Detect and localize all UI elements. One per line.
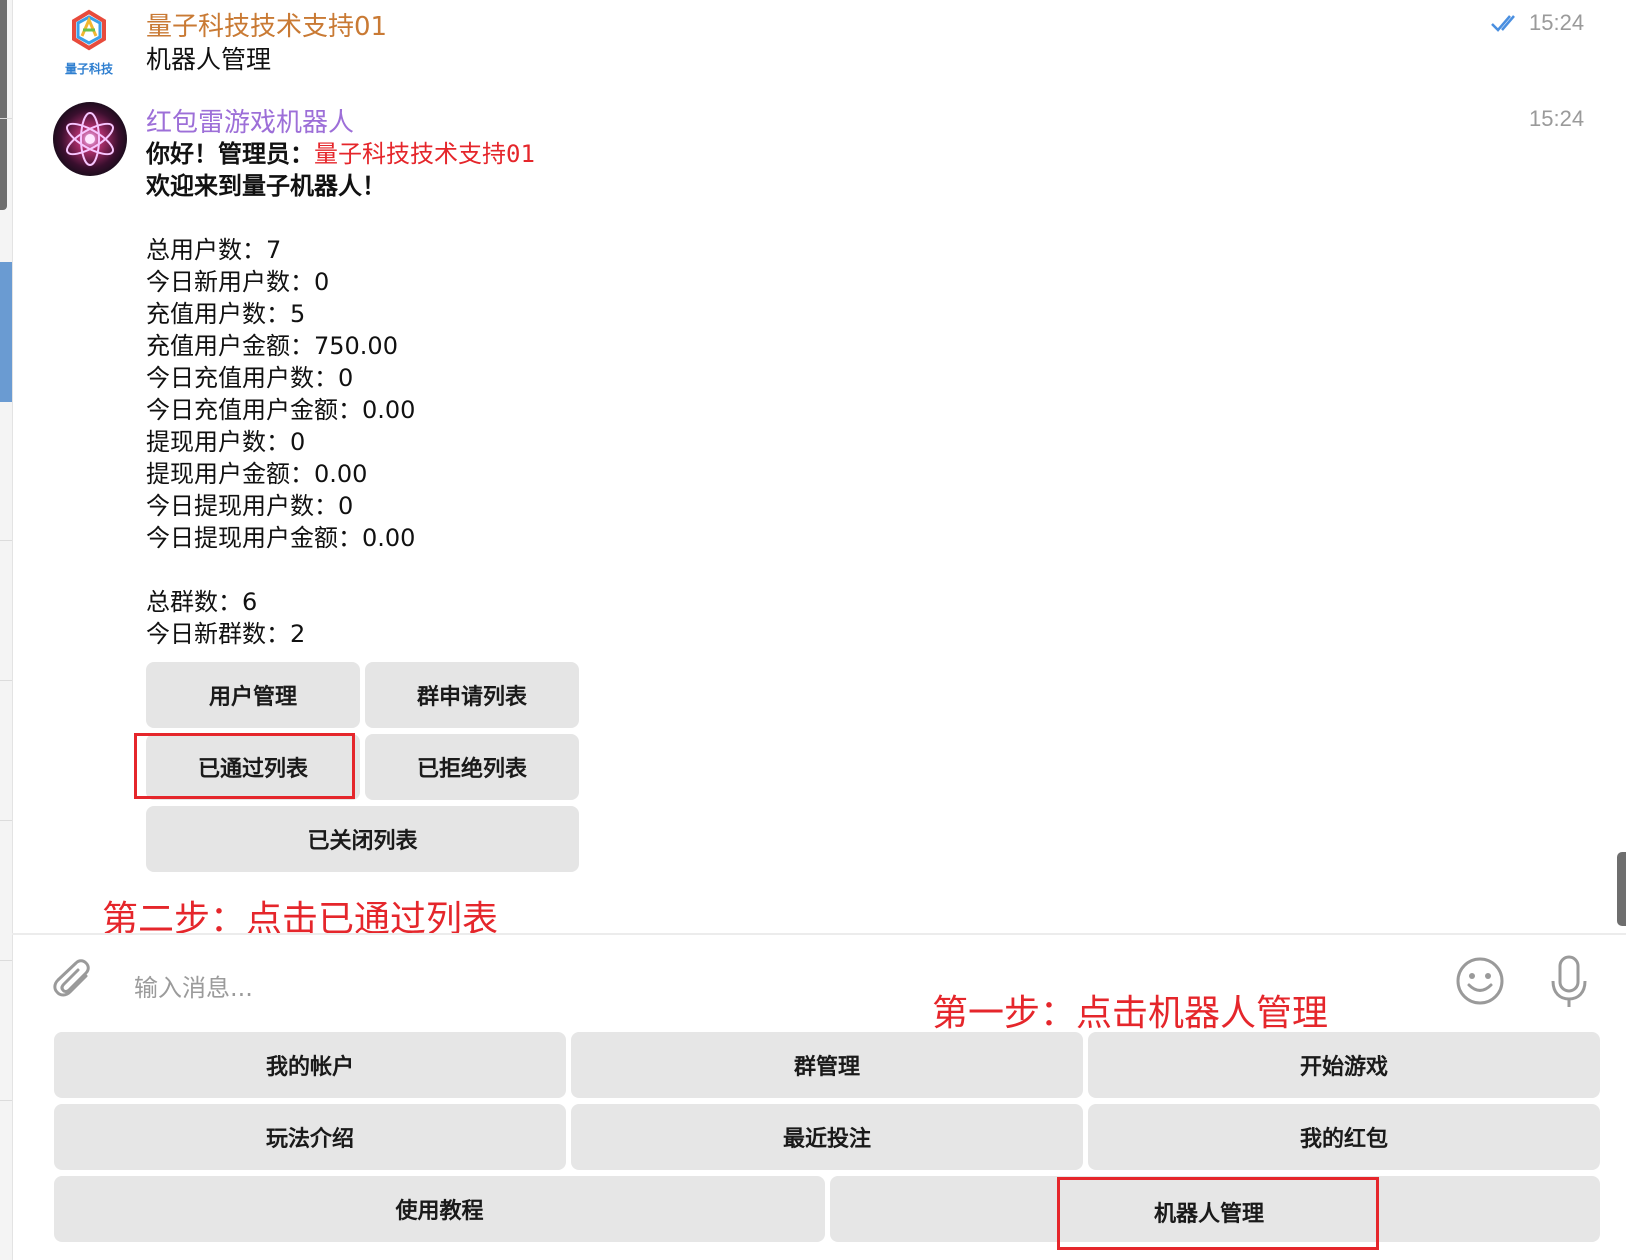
closed-list-button[interactable]: 已关闭列表	[146, 806, 579, 872]
sidebar-divider	[0, 820, 12, 821]
bot-sender-name[interactable]: 红包雷游戏机器人	[146, 108, 355, 138]
stat-recharge-users: 充值用户数：5	[146, 300, 306, 328]
sidebar-scroll-thumb[interactable]	[0, 0, 7, 210]
message-time: 15:24	[1529, 106, 1585, 131]
keyboard-my-account-button[interactable]: 我的帐户	[54, 1032, 566, 1098]
highlight-box-approved-list	[134, 733, 355, 799]
double-check-icon	[1490, 12, 1522, 38]
stats-block: 总用户数：7 今日新用户数：0 充值用户数：5 充值用户金额：750.00 今日…	[146, 234, 415, 554]
keyboard-row3-right-button[interactable]: 机器人管理	[830, 1176, 1600, 1242]
smiley-icon[interactable]	[1455, 956, 1505, 1010]
sender-avatar-logo[interactable]: 量子科技	[52, 8, 126, 76]
microphone-icon[interactable]	[1548, 955, 1590, 1015]
sidebar-divider	[0, 118, 12, 119]
stat-total-users: 总用户数：7	[146, 236, 282, 264]
stat-total-groups: 总群数：6	[146, 588, 258, 616]
sidebar-divider	[0, 540, 12, 541]
message-input-placeholder: 输入消息...	[134, 974, 253, 1002]
atom-icon	[66, 112, 114, 166]
chat-scroll-thumb[interactable]	[1617, 852, 1626, 926]
paperclip-icon[interactable]	[52, 958, 96, 1010]
annotation-step-1: 第一步：点击机器人管理	[932, 993, 1329, 1034]
logo-text: 量子科技	[64, 62, 113, 76]
user-management-button[interactable]: 用户管理	[146, 662, 360, 728]
keyboard-recent-bets-button[interactable]: 最近投注	[571, 1104, 1083, 1170]
stat-new-users-today: 今日新用户数：0	[146, 268, 330, 296]
stat-withdraw-users-today: 今日提现用户数：0	[146, 492, 354, 520]
message-text: 机器人管理	[146, 45, 272, 74]
composer-divider	[12, 933, 1626, 935]
keyboard-my-red-packet-button[interactable]: 我的红包	[1088, 1104, 1600, 1170]
stat-withdraw-users: 提现用户数：0	[146, 428, 306, 456]
stat-recharge-amount: 充值用户金额：750.00	[146, 332, 398, 360]
stat-withdraw-amount-today: 今日提现用户金额：0.00	[146, 524, 416, 552]
stat-new-groups-today: 今日新群数：2	[146, 620, 306, 648]
stat-withdraw-amount: 提现用户金额：0.00	[146, 460, 368, 488]
sidebar-divider	[0, 680, 12, 681]
highlight-box-robot-management	[1057, 1177, 1379, 1250]
keyboard-start-game-button[interactable]: 开始游戏	[1088, 1032, 1600, 1098]
message-input[interactable]: 输入消息...	[134, 968, 253, 1003]
keyboard-tutorial-button[interactable]: 使用教程	[54, 1176, 825, 1242]
approved-list-button[interactable]: 已通过列表	[146, 734, 360, 800]
sidebar-active-chat-indicator	[0, 262, 12, 402]
stat-recharge-amount-today: 今日充值用户金额：0.00	[146, 396, 416, 424]
bot-avatar[interactable]	[53, 102, 127, 176]
message-time: 15:24	[1529, 10, 1585, 35]
greeting-line: 你好！管理员：量子科技技术支持01	[146, 138, 535, 170]
welcome-line: 欢迎来到量子机器人！	[146, 172, 386, 200]
keyboard-gameplay-intro-button[interactable]: 玩法介绍	[54, 1104, 566, 1170]
group-apply-list-button[interactable]: 群申请列表	[365, 662, 579, 728]
stat-recharge-users-today: 今日充值用户数：0	[146, 364, 354, 392]
sidebar-divider	[0, 960, 12, 961]
keyboard-robot-management-label: 机器人管理	[1154, 1202, 1265, 1227]
keyboard-group-management-button[interactable]: 群管理	[571, 1032, 1083, 1098]
group-stats-block: 总群数：6 今日新群数：2	[146, 586, 305, 650]
greeting-prefix: 你好！管理员：	[146, 140, 314, 168]
quantum-logo-icon	[72, 9, 106, 51]
rejected-list-button[interactable]: 已拒绝列表	[365, 734, 579, 800]
sidebar-divider	[0, 1100, 12, 1101]
admin-mention[interactable]: 量子科技技术支持01	[314, 140, 535, 168]
message-sender-name[interactable]: 量子科技技术支持01	[146, 12, 388, 42]
